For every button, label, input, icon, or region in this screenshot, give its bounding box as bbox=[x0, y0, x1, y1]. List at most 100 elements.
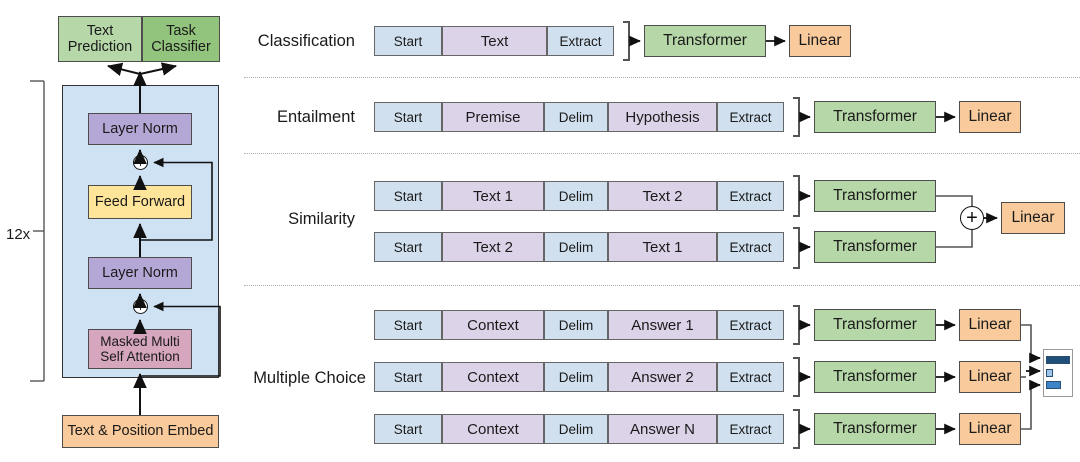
token-text: Delim bbox=[558, 421, 594, 437]
transformer-box-similarity-2: Transformer bbox=[814, 231, 936, 263]
token-text: Context bbox=[467, 316, 519, 334]
plus-glyph-similarity: + bbox=[966, 206, 978, 229]
head-label-task-classifier: Task Classifier bbox=[151, 22, 211, 55]
token-text: Hypothesis bbox=[625, 108, 700, 126]
token-text-1: Text 1 bbox=[608, 232, 717, 262]
token-start: Start bbox=[374, 414, 442, 444]
token-start: Start bbox=[374, 102, 442, 132]
head-box-text-prediction: Text Prediction bbox=[58, 16, 142, 62]
linear-box-mc-3: Linear bbox=[959, 413, 1021, 445]
token-text: Answer 1 bbox=[631, 316, 694, 334]
token-text: Text 2 bbox=[472, 238, 514, 256]
token-text: Answer 2 bbox=[631, 368, 694, 386]
token-text: Extract bbox=[729, 109, 772, 125]
token-text: Extract bbox=[729, 421, 772, 437]
task-label-entailment: Entailment bbox=[240, 107, 355, 127]
token-text: Text bbox=[442, 26, 547, 56]
token-text: Extract bbox=[559, 33, 602, 49]
linear-box-entailment: Linear bbox=[959, 101, 1021, 133]
layer-norm-box-top: Layer Norm bbox=[88, 113, 192, 145]
embedding-label: Text & Position Embed bbox=[67, 423, 214, 440]
task-label-entailment-text: Entailment bbox=[277, 107, 355, 126]
token-text: Start bbox=[393, 369, 423, 385]
token-text: Start bbox=[393, 109, 423, 125]
token-premise: Premise bbox=[442, 102, 544, 132]
score-bar-1 bbox=[1046, 356, 1070, 364]
token-text: Delim bbox=[558, 188, 594, 204]
token-text: Start bbox=[393, 188, 423, 204]
row-divider-1 bbox=[244, 77, 1080, 78]
token-text: Answer N bbox=[629, 420, 696, 438]
transformer-box-similarity-1: Transformer bbox=[814, 180, 936, 212]
transformer-label: Transformer bbox=[833, 368, 917, 386]
linear-label: Linear bbox=[1011, 209, 1055, 227]
token-start: Start bbox=[374, 181, 442, 211]
token-text: Start bbox=[393, 421, 423, 437]
repeat-count-label: 12x bbox=[6, 226, 30, 243]
token-answer-2: Answer 2 bbox=[608, 362, 717, 392]
linear-label: Linear bbox=[968, 420, 1012, 438]
token-context: Context bbox=[442, 310, 544, 340]
token-context: Context bbox=[442, 362, 544, 392]
transformer-label: Transformer bbox=[833, 316, 917, 334]
token-text: Text 1 bbox=[642, 238, 683, 256]
layer-norm-label-bottom: Layer Norm bbox=[102, 264, 178, 281]
head-label-text-prediction: Text Prediction bbox=[67, 22, 133, 55]
task-label-similarity: Similarity bbox=[240, 209, 355, 229]
embedding-box: Text & Position Embed bbox=[62, 415, 219, 448]
answer-score-chart bbox=[1043, 349, 1073, 397]
transformer-box-mc-2: Transformer bbox=[814, 361, 936, 393]
token-text: Delim bbox=[558, 109, 594, 125]
repeat-count-text: 12x bbox=[6, 226, 31, 243]
token-extract: Extract bbox=[547, 26, 614, 56]
token-text: Extract bbox=[729, 369, 772, 385]
transformer-label: Transformer bbox=[833, 238, 917, 256]
task-label-similarity-text: Similarity bbox=[288, 209, 355, 228]
row-divider-3 bbox=[244, 285, 1080, 286]
token-text: Premise bbox=[465, 108, 521, 126]
plus-glyph-top: + bbox=[136, 155, 145, 170]
similarity-sum-node: + bbox=[960, 206, 984, 230]
token-extract: Extract bbox=[717, 310, 784, 340]
task-label-multiple-choice: Multiple Choice bbox=[238, 368, 366, 388]
token-delim: Delim bbox=[544, 232, 608, 262]
residual-add-bottom: + bbox=[133, 299, 148, 314]
token-start: Start bbox=[374, 232, 442, 262]
token-extract: Extract bbox=[717, 362, 784, 392]
token-text: Text 2 bbox=[642, 187, 683, 205]
token-answer-1: Answer 1 bbox=[608, 310, 717, 340]
layer-norm-box-bottom: Layer Norm bbox=[88, 257, 192, 289]
token-delim: Delim bbox=[544, 310, 608, 340]
transformer-label: Transformer bbox=[663, 32, 747, 50]
linear-label: Linear bbox=[968, 316, 1012, 334]
head-box-task-classifier: Task Classifier bbox=[142, 16, 220, 62]
row-divider-2 bbox=[244, 153, 1080, 154]
transformer-label: Transformer bbox=[833, 108, 917, 126]
transformer-box-entailment: Transformer bbox=[814, 101, 936, 133]
token-hypothesis: Hypothesis bbox=[608, 102, 717, 132]
transformer-box-mc-3: Transformer bbox=[814, 413, 936, 445]
token-text: Start bbox=[393, 239, 423, 255]
transformer-box-mc-1: Transformer bbox=[814, 309, 936, 341]
feed-forward-box: Feed Forward bbox=[88, 185, 192, 219]
token-start: Start bbox=[374, 310, 442, 340]
linear-box-mc-1: Linear bbox=[959, 309, 1021, 341]
linear-box-similarity: Linear bbox=[1001, 202, 1065, 234]
token-text: Extract bbox=[729, 317, 772, 333]
transformer-box-classification: Transformer bbox=[644, 25, 766, 57]
token-text: Extract bbox=[729, 188, 772, 204]
token-text-2: Text 2 bbox=[442, 232, 544, 262]
token-text-1: Text 1 bbox=[442, 181, 544, 211]
token-extract: Extract bbox=[717, 102, 784, 132]
layer-norm-label-top: Layer Norm bbox=[102, 120, 178, 137]
linear-label: Linear bbox=[968, 108, 1012, 126]
token-text: Text 1 bbox=[472, 187, 514, 205]
token-delim: Delim bbox=[544, 362, 608, 392]
token-text: Delim bbox=[558, 369, 594, 385]
token-text: Context bbox=[467, 420, 519, 438]
token-delim: Delim bbox=[544, 181, 608, 211]
token-text: Text bbox=[480, 32, 509, 50]
task-label-classification: Classification bbox=[240, 31, 355, 51]
feed-forward-label: Feed Forward bbox=[94, 193, 186, 210]
transformer-label: Transformer bbox=[833, 420, 917, 438]
